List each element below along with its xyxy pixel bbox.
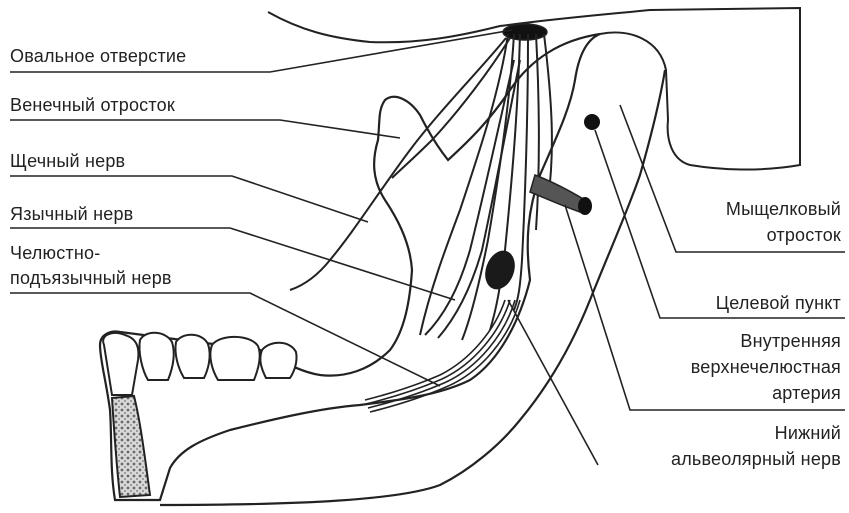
- label-mylohyoid-nerve-line2: подъязычный нерв: [10, 267, 172, 289]
- maxillary-artery-end: [578, 197, 592, 215]
- label-maxillary-artery-line2: верхнечелюстная: [691, 356, 841, 378]
- label-condylar-process-line1: Мыщелковый: [726, 198, 841, 220]
- target-point-dot: [584, 114, 600, 130]
- label-condylar-process-line2: отросток: [767, 224, 841, 246]
- label-target-point: Целевой пункт: [716, 292, 841, 314]
- label-mylohyoid-nerve-line1: Челюстно-: [10, 242, 100, 264]
- tooth-premolar-2: [175, 335, 209, 378]
- leader-lingual: [10, 228, 455, 300]
- label-buccal-nerve: Щечный нерв: [10, 150, 125, 172]
- tooth-molar-1: [210, 337, 259, 380]
- label-lingual-nerve: Язычный нерв: [10, 203, 133, 225]
- label-inferior-alveolar-nerve-line1: Нижний: [775, 422, 841, 444]
- label-inferior-alveolar-nerve-line2: альвеолярный нерв: [671, 448, 841, 470]
- label-oval-foramen: Овальное отверстие: [10, 45, 186, 67]
- tooth-molar-2: [260, 343, 296, 378]
- label-coronoid-process: Венечный отросток: [10, 94, 175, 116]
- label-maxillary-artery-line1: Внутренняя: [740, 330, 841, 352]
- label-maxillary-artery-line3: артерия: [772, 382, 841, 404]
- tooth-premolar-1: [139, 333, 173, 380]
- leader-coronoid: [10, 120, 400, 138]
- leader-inferior-alveolar: [508, 300, 598, 465]
- foramen-ovale: [503, 24, 547, 40]
